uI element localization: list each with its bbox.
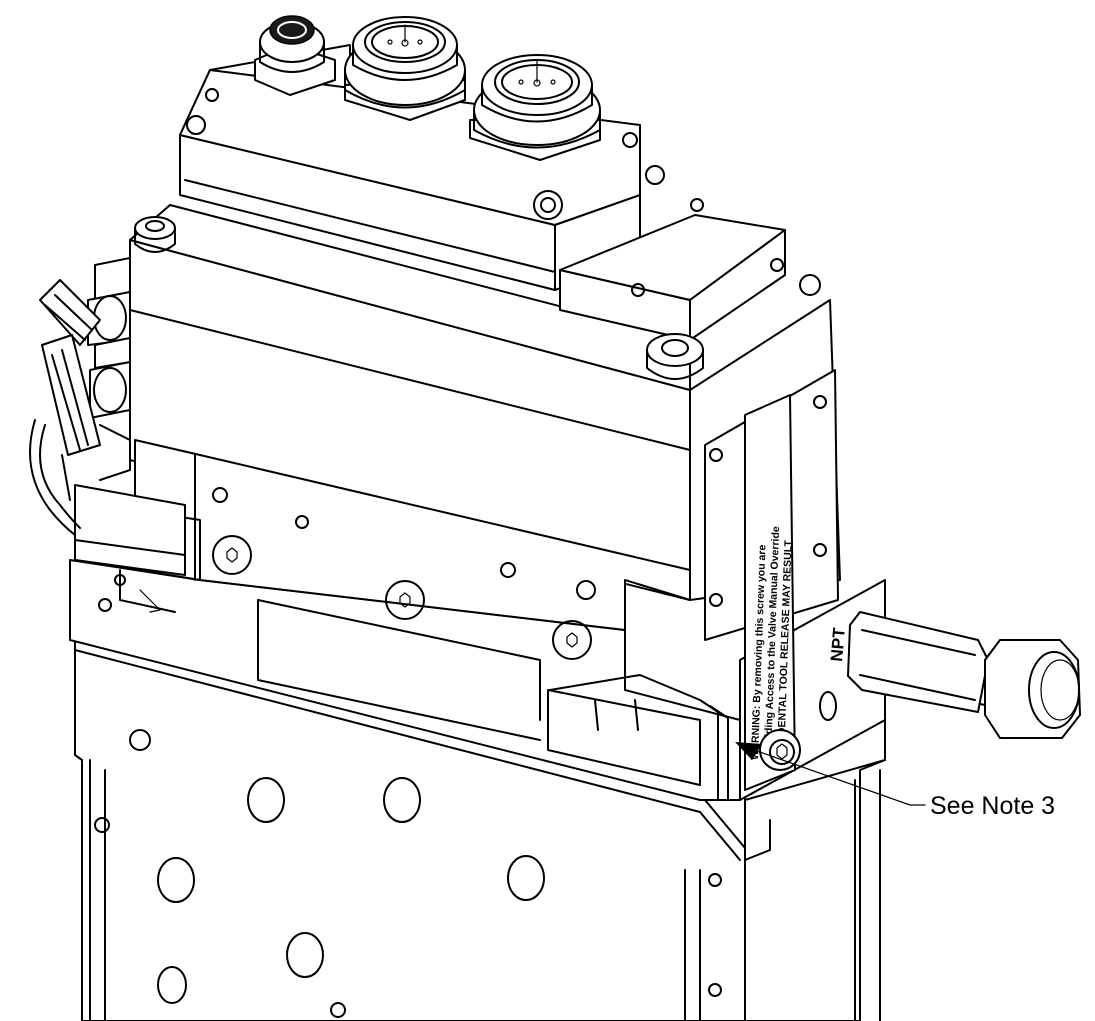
cover-screw xyxy=(799,274,821,296)
sensor-cable xyxy=(29,279,101,536)
m12-connector-small[interactable] xyxy=(254,15,336,96)
plate-hole xyxy=(330,1002,346,1018)
plate-screw xyxy=(813,395,827,409)
plate-hole xyxy=(708,873,722,887)
manifold-hole xyxy=(212,487,228,503)
warning-label: WARNING: By removing this screw you are … xyxy=(744,394,796,791)
plate-hole xyxy=(94,817,110,833)
plate-hole xyxy=(129,729,151,751)
plate-hole xyxy=(286,932,324,978)
cap-screw-large xyxy=(646,333,704,380)
leader-arrow xyxy=(735,742,762,760)
cover-screw xyxy=(205,88,219,102)
note-callout: See Note 3 xyxy=(735,742,1055,820)
npt-port-label: NPT xyxy=(827,626,849,662)
cover-screw xyxy=(645,165,665,185)
plate-hole xyxy=(507,855,545,901)
plate-hole xyxy=(247,777,285,823)
adapter-slot xyxy=(547,689,701,786)
manifold-hole xyxy=(576,580,596,600)
plate-screw xyxy=(709,593,723,607)
electronics-cover xyxy=(134,44,821,380)
power-connector-right[interactable] xyxy=(469,54,601,161)
plate-hole xyxy=(708,983,722,997)
see-note-label: See Note 3 xyxy=(930,792,1055,820)
cap-screw xyxy=(385,580,425,620)
fitting-hex xyxy=(847,611,989,713)
box-screw xyxy=(770,258,784,272)
plate-screw xyxy=(709,448,723,462)
adapter-hole xyxy=(114,574,126,586)
cap-screw xyxy=(212,535,252,575)
box-screw xyxy=(631,283,645,297)
cap-screw-left xyxy=(134,216,176,253)
cover-screw xyxy=(186,115,206,135)
manifold-hole xyxy=(295,515,309,529)
adapter-hole xyxy=(98,598,112,612)
cover-screw xyxy=(622,132,638,148)
fitting-end xyxy=(1028,651,1080,729)
manifold-hole xyxy=(500,562,516,578)
mounting-plate xyxy=(74,639,746,1021)
cap-screw xyxy=(552,620,592,660)
plate-screw xyxy=(813,543,827,557)
cover-screw xyxy=(533,190,563,220)
leader-line xyxy=(739,744,926,806)
port-hole xyxy=(819,691,837,721)
plate-hole xyxy=(383,777,421,823)
plate-hole xyxy=(157,857,195,903)
box-screw xyxy=(690,198,704,212)
override-access-screw[interactable] xyxy=(759,729,801,771)
plate-hole xyxy=(157,966,187,1004)
power-connector-left[interactable] xyxy=(344,16,466,121)
